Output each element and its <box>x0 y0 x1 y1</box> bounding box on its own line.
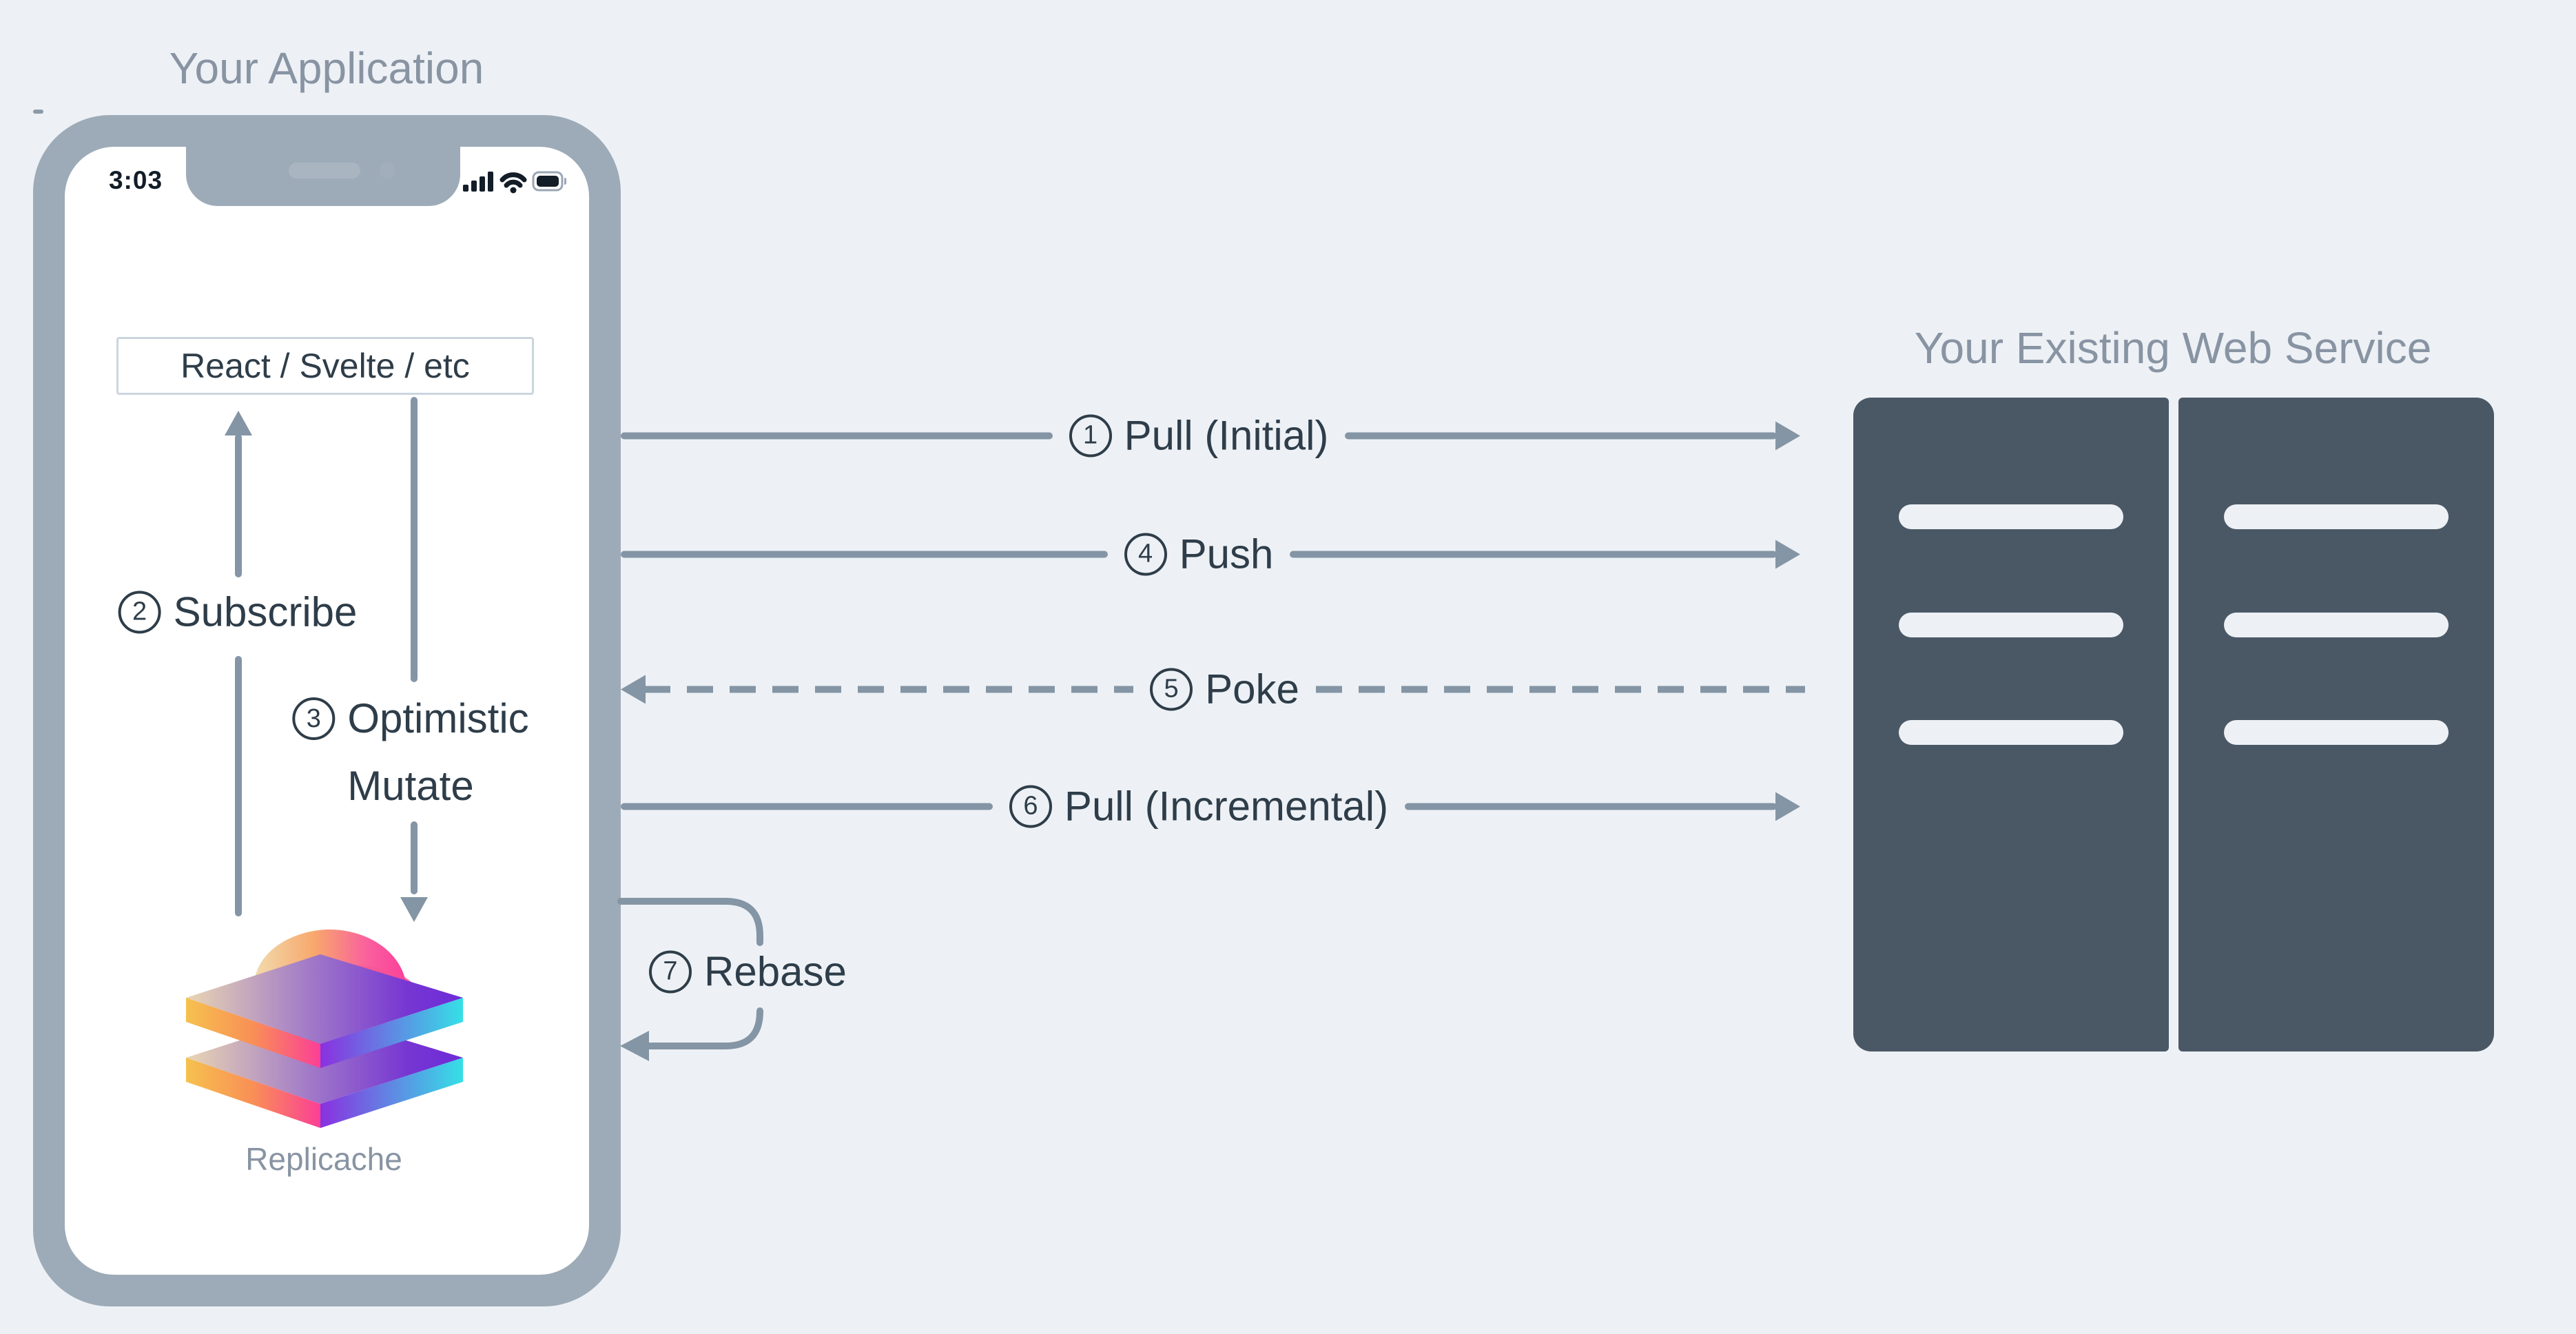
flow-pull-initial: 1 Pull (Initial) <box>621 412 1800 460</box>
arrowhead-right-icon <box>1775 540 1801 568</box>
flow-line-dashed <box>644 686 1134 692</box>
step-number-6: 6 <box>1009 785 1052 828</box>
flow-label-text: Subscribe <box>173 588 358 635</box>
arrowhead-left-icon <box>620 1031 649 1061</box>
server-slot <box>1899 720 2123 745</box>
server-slot <box>2224 504 2449 529</box>
subscribe-line-top <box>235 434 242 577</box>
arrowhead-left-icon <box>621 675 646 704</box>
status-icons <box>463 171 566 194</box>
flow-poke: 5 Poke <box>621 666 1806 713</box>
flow-line <box>1345 432 1777 439</box>
flow-pull-incremental: 6 Pull (Incremental) <box>621 783 1800 830</box>
flow-push: 4 Push <box>621 531 1801 578</box>
flow-line-dashed <box>1315 686 1806 692</box>
framework-box: React / Svelte / etc <box>116 337 534 395</box>
arrowhead-right-icon <box>1775 421 1800 450</box>
step-number-7: 7 <box>649 950 692 993</box>
subscribe-line-bottom <box>235 656 242 916</box>
flow-label-text-line1: Optimistic <box>347 695 529 741</box>
flow-line <box>621 551 1108 557</box>
speaker-icon <box>289 163 360 178</box>
flow-label-text: Poke <box>1205 666 1299 712</box>
mutate-arrowhead-down <box>400 897 428 922</box>
replicache-logo <box>186 929 463 1128</box>
mutate-line-bottom <box>411 821 418 894</box>
flow-line <box>621 803 993 810</box>
mutate-line-top <box>411 397 418 682</box>
flow-rebase-loop <box>617 898 763 1061</box>
camera-icon <box>380 163 395 178</box>
flow-label-subscribe: 2 Subscribe <box>118 588 358 636</box>
flow-label-text-line2: Mutate <box>347 763 474 809</box>
flow-line <box>1290 551 1778 557</box>
logo-caption: Replicache <box>245 1141 402 1177</box>
subscribe-arrowhead-up <box>225 411 252 435</box>
flow-line <box>1405 803 1777 810</box>
server-slot <box>1899 613 2123 637</box>
flow-label-text: Pull (Incremental) <box>1064 783 1389 830</box>
step-number-5: 5 <box>1150 668 1193 710</box>
server-title: Your Existing Web Service <box>1914 323 2432 373</box>
flow-label-optimistic-mutate: 3 Optimistic Mutate <box>292 685 529 820</box>
step-number-3: 3 <box>292 697 336 740</box>
battery-icon <box>532 171 566 192</box>
stray-dash <box>33 110 43 114</box>
server-rack-left <box>1853 398 2169 1051</box>
flow-label-text: Pull (Initial) <box>1124 412 1329 459</box>
flow-label-text: Push <box>1179 531 1274 577</box>
wifi-icon <box>499 172 527 194</box>
signal-bars-icon <box>463 172 493 192</box>
server-rack-right <box>2178 398 2494 1051</box>
app-title: Your Application <box>169 43 484 93</box>
flow-label-text: Rebase <box>704 948 847 995</box>
server-slot <box>1899 504 2123 529</box>
step-number-2: 2 <box>118 591 161 633</box>
server-slot <box>2224 613 2449 637</box>
flow-label-rebase: 7 Rebase <box>649 948 847 996</box>
flow-line <box>621 432 1053 439</box>
step-number-4: 4 <box>1124 533 1167 575</box>
arrowhead-right-icon <box>1775 792 1800 821</box>
step-number-1: 1 <box>1069 414 1112 457</box>
status-time: 3:03 <box>108 166 163 194</box>
server-slot <box>2224 720 2449 745</box>
